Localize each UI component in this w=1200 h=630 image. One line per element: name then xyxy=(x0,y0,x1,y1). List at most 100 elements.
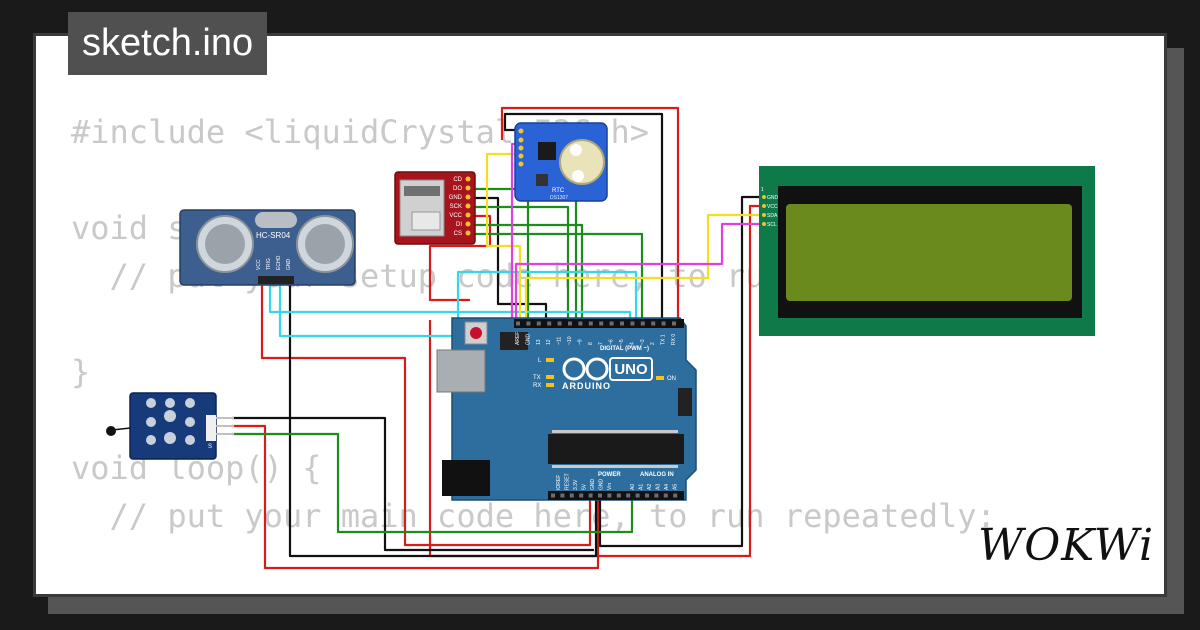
ultrasonic-pin-label: ECHO xyxy=(276,255,282,270)
arduino-pin-label: GND xyxy=(525,334,531,346)
wire-cyan xyxy=(268,284,632,318)
arduino-pin-label: A5 xyxy=(673,484,679,490)
wires xyxy=(232,106,763,570)
sd-card-module[interactable]: CD DO GND SCK VCC DI CS xyxy=(394,171,476,245)
ultrasonic-pin-label: GND xyxy=(286,259,292,271)
sd-pin-label: CD xyxy=(453,177,462,183)
wire-green xyxy=(475,205,570,318)
code-line: void loop() { xyxy=(71,449,322,487)
code-background: #include <liquidCrystal_I2C.h> void setu… xyxy=(71,108,996,594)
ultrasonic-pin-label: TRIG xyxy=(266,258,272,270)
file-tab[interactable]: sketch.ino xyxy=(68,12,268,75)
header-pin[interactable] xyxy=(516,321,520,326)
wire-black xyxy=(598,195,763,548)
wire-red xyxy=(428,204,763,558)
header-pin[interactable] xyxy=(663,493,668,498)
lcd-display[interactable]: 1 GND VCC SDA SCL xyxy=(759,166,1095,336)
header-pin[interactable] xyxy=(568,321,572,326)
wire-black xyxy=(232,416,594,552)
wire-green xyxy=(475,223,584,318)
wire-red xyxy=(232,424,600,570)
ultrasonic-label: HC-SR04 xyxy=(256,231,291,240)
header-pin[interactable] xyxy=(673,493,678,498)
thermistor-icon xyxy=(106,426,116,436)
header-pin[interactable] xyxy=(661,321,666,326)
header-pin[interactable] xyxy=(560,493,565,498)
wire-yellow xyxy=(485,152,522,320)
header-pin[interactable] xyxy=(599,321,604,326)
temperature-sensor[interactable]: S xyxy=(106,392,234,460)
header-pin[interactable] xyxy=(578,321,583,326)
header-pin[interactable] xyxy=(626,493,631,498)
header-pin[interactable] xyxy=(569,493,574,498)
led-label: ON xyxy=(667,376,676,382)
header-pin[interactable] xyxy=(557,321,562,326)
lcd-pin-label: SDA xyxy=(767,213,778,219)
header-pin[interactable] xyxy=(672,321,676,326)
power-label: POWER xyxy=(598,472,621,478)
arduino-pin-label: ~10 xyxy=(567,336,573,345)
arduino-uno-board[interactable]: UNO ARDUINO DIGITAL (PWM ~) POWER ANALOG… xyxy=(436,317,697,501)
power-jack xyxy=(442,460,490,496)
sd-pin-label: VCC xyxy=(449,213,462,219)
rtc-chip-label: DS1307 xyxy=(550,195,568,201)
header-pin[interactable] xyxy=(645,493,649,498)
wire-yellow xyxy=(524,213,763,320)
code-line: } xyxy=(71,353,91,391)
arduino-pin-label: ~3 xyxy=(640,339,646,345)
wokwi-logo: WOKWi xyxy=(978,520,1155,571)
arduino-pin-label: 4 xyxy=(629,342,635,345)
arduino-pin-label: A1 xyxy=(639,484,645,490)
wire-red xyxy=(260,284,592,547)
lcd-pin-marker: 1 xyxy=(761,187,764,193)
wire-black xyxy=(475,196,548,318)
header-pin[interactable] xyxy=(630,321,635,326)
code-line: // put your main code here, to run repea… xyxy=(71,497,996,535)
lcd-pin-label: VCC xyxy=(767,204,778,210)
arduino-pin-label: ~11 xyxy=(557,337,563,345)
arduino-pin-label: ~9 xyxy=(577,339,583,345)
arduino-pin-label: GND xyxy=(599,479,605,491)
digital-label: DIGITAL (PWM ~) xyxy=(600,346,649,352)
header-pin[interactable] xyxy=(635,493,640,498)
header-pin[interactable] xyxy=(654,493,659,498)
code-line: } xyxy=(71,588,996,594)
header-pin[interactable] xyxy=(640,321,645,326)
rtc-label: RTC xyxy=(552,188,565,194)
header-pin[interactable] xyxy=(588,493,593,498)
sd-pin-label: DI xyxy=(456,222,462,228)
arduino-pin-label: 12 xyxy=(546,339,552,345)
header-pin[interactable] xyxy=(607,493,612,498)
sd-pin-label: CS xyxy=(454,231,462,237)
header-pin[interactable] xyxy=(547,321,552,326)
header-pin[interactable] xyxy=(598,493,602,498)
arduino-pin-label: 7 xyxy=(598,342,604,345)
header-pin[interactable] xyxy=(616,493,621,498)
sd-pin-label: DO xyxy=(453,186,462,192)
analog-label: ANALOG IN xyxy=(640,472,674,478)
header-pin[interactable] xyxy=(551,493,555,498)
rtc-module[interactable]: RTC DS1307 xyxy=(514,122,608,202)
ultrasonic-pin-label: VCC xyxy=(256,259,262,270)
lcd-pin-label: SCL xyxy=(767,222,777,228)
header-pin[interactable] xyxy=(536,321,541,326)
arduino-pin-label: AREF xyxy=(515,332,521,345)
led-label: L xyxy=(538,358,542,364)
led-label: TX xyxy=(533,375,541,381)
header-pin[interactable] xyxy=(609,321,614,326)
sd-pin-label: SCK xyxy=(450,204,462,210)
header-pin[interactable] xyxy=(588,321,593,326)
header-pin[interactable] xyxy=(579,493,584,498)
arduino-brand: ARDUINO xyxy=(562,381,611,391)
header-pin[interactable] xyxy=(526,321,531,326)
arduino-pin-label: ~6 xyxy=(609,339,615,345)
sd-pin-label: GND xyxy=(449,195,463,201)
reset-button[interactable] xyxy=(470,327,482,339)
ultrasonic-sensor[interactable]: HC-SR04 VCC TRIG ECHO GND xyxy=(179,209,356,286)
header-pin[interactable] xyxy=(620,321,624,326)
microcontroller-chip xyxy=(548,434,684,464)
wire-magenta xyxy=(514,222,763,320)
header-pin[interactable] xyxy=(651,321,656,326)
arduino-pin-label: A4 xyxy=(664,484,670,490)
